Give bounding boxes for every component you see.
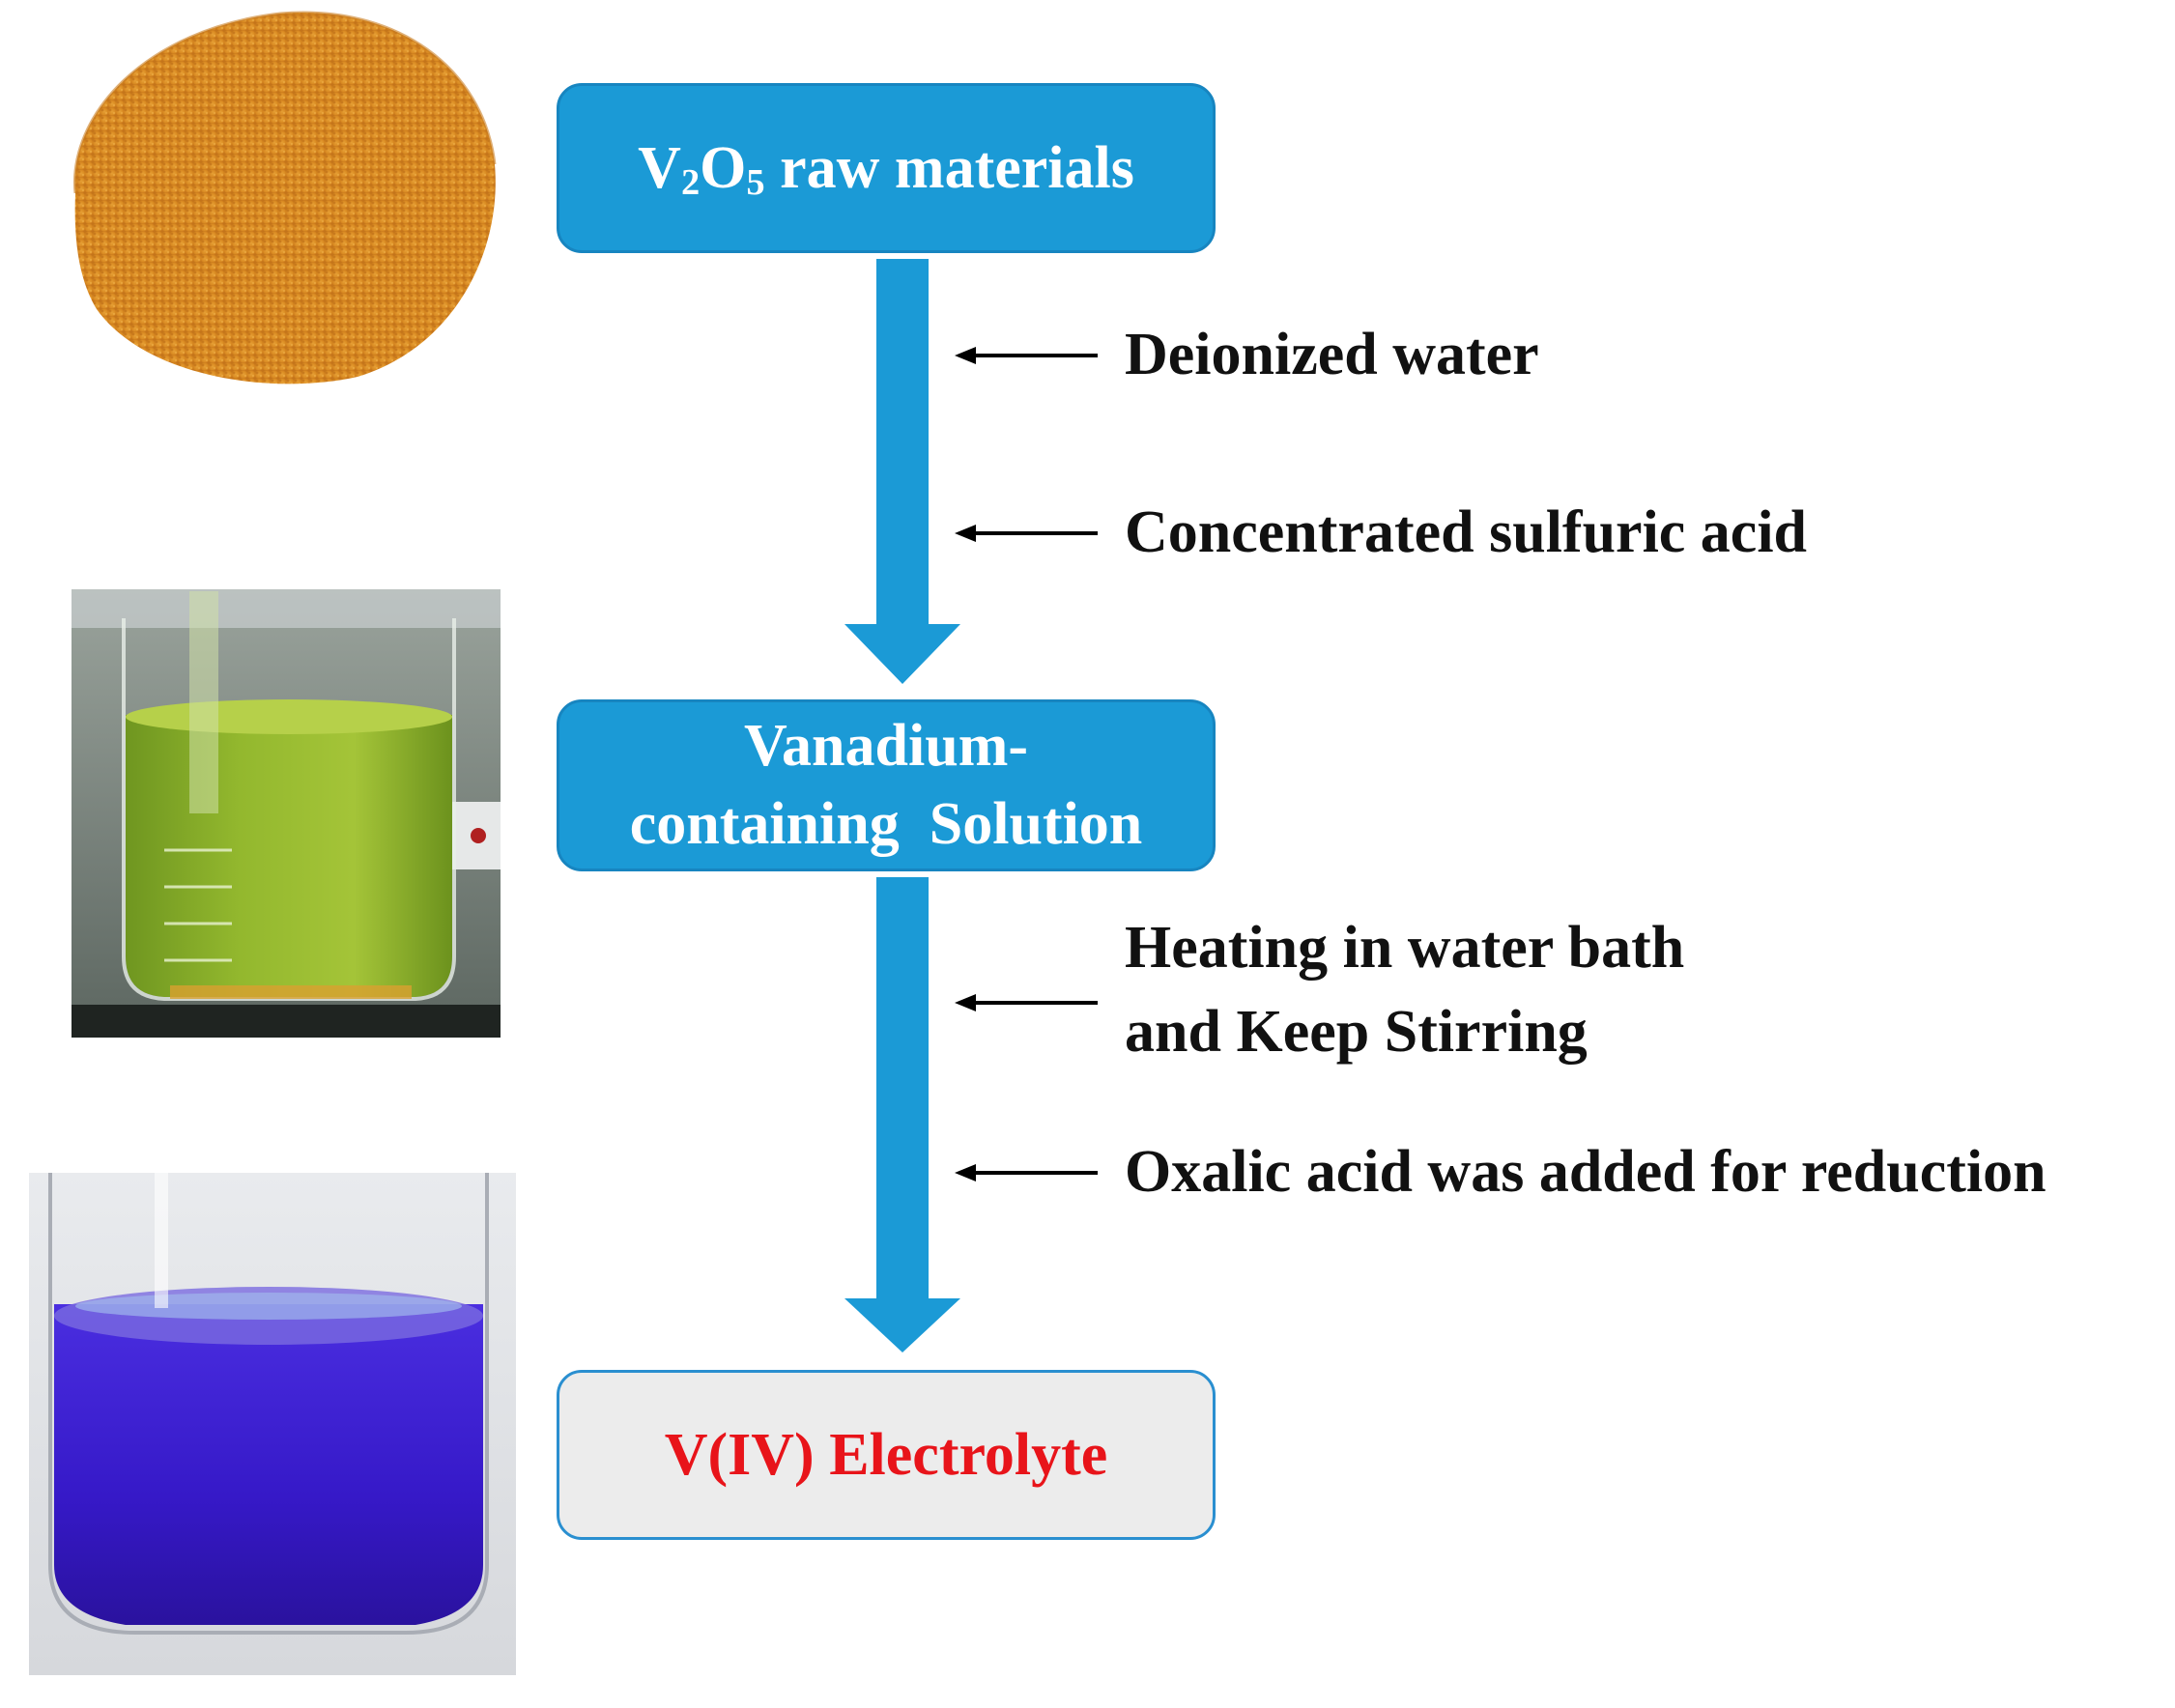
step-heating-line2: and Keep Stirring [1125, 998, 1588, 1065]
formula-o: O [700, 134, 747, 201]
flow-arrow-1 [844, 259, 960, 684]
input-arrow-heating [955, 994, 1098, 1011]
input-arrow-sulfuric-acid [955, 525, 1098, 542]
v2o5-raw-materials-box: V2O5 raw materials [557, 83, 1216, 253]
step-heating-line1: Heating in water bath [1125, 915, 1685, 981]
v2o5-powder-photo [72, 11, 497, 384]
v4-electrolyte-label: V(IV) Electrolyte [664, 1421, 1108, 1488]
formula-sub-5: 5 [746, 161, 765, 203]
input-arrow-deionized-water [955, 347, 1098, 364]
step-concentrated-sulfuric-acid: Concentrated sulfuric acid [1125, 499, 1808, 565]
raw-materials-text: raw materials [764, 134, 1134, 201]
formula-sub-2: 2 [680, 161, 701, 203]
vanadium-solution-line2: containing Solution [629, 791, 1143, 857]
vanadium-solution-label: Vanadium- containing Solution [630, 707, 1143, 863]
flow-arrow-2 [844, 877, 960, 1352]
step-oxalic-acid: Oxalic acid was added for reduction [1125, 1139, 2046, 1205]
step-deionized-water: Deionized water [1125, 322, 1539, 387]
vanadium-solution-line1: Vanadium- [743, 713, 1029, 780]
green-solution-beaker-photo [72, 589, 501, 1038]
v4-electrolyte-box: V(IV) Electrolyte [557, 1370, 1216, 1540]
input-arrow-oxalic-acid [955, 1164, 1098, 1181]
formula-v: V [638, 134, 681, 201]
step-heating-water-bath: Heating in water bath and Keep Stirring [1125, 906, 1684, 1074]
v2o5-raw-materials-label: V2O5 raw materials [638, 129, 1134, 208]
vanadium-electrolyte-tube-photo [29, 1173, 516, 1675]
vanadium-solution-box: Vanadium- containing Solution [557, 699, 1216, 871]
